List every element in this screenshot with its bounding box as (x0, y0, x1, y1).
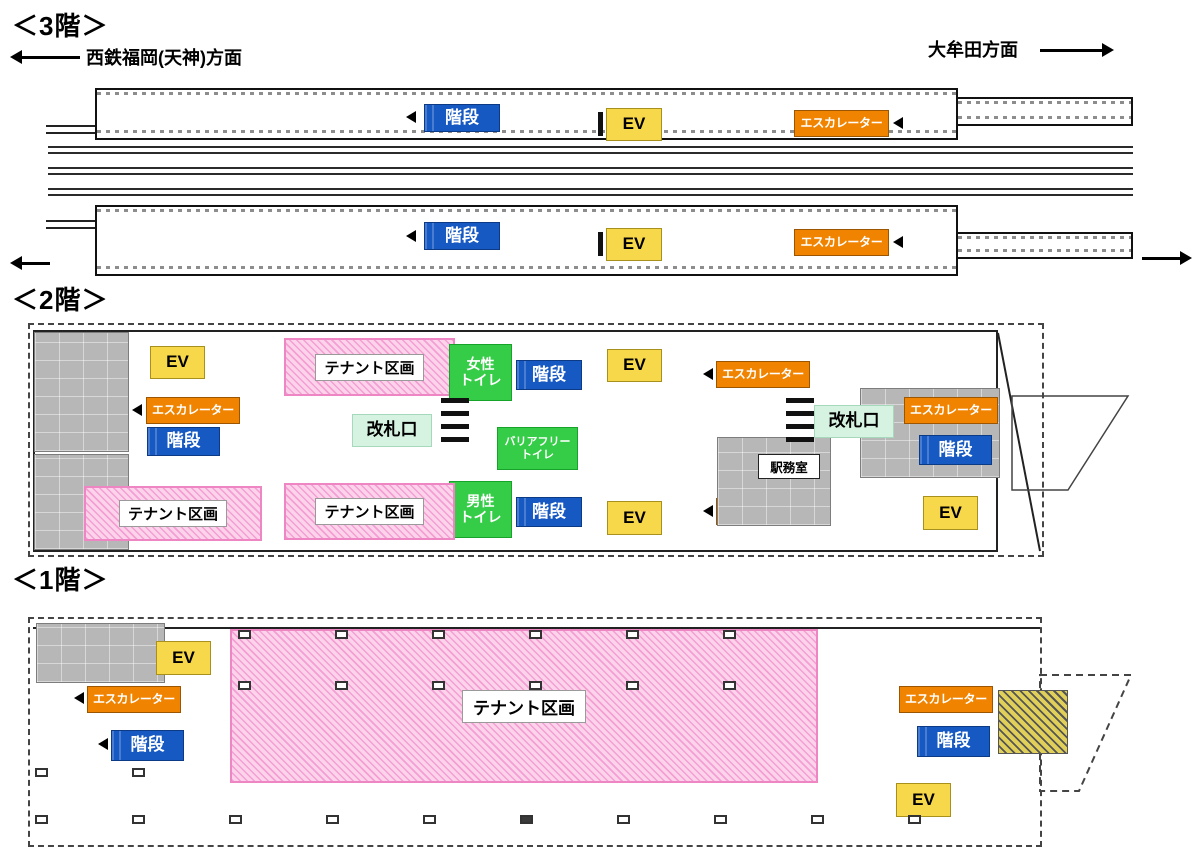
floor2-stairs-south-center: 階段 (516, 497, 582, 527)
pillar (432, 630, 445, 639)
pillar (714, 815, 727, 824)
direction-arrow-mark (406, 111, 416, 123)
tenant-label: テナント区画 (315, 353, 424, 381)
pillar (238, 630, 251, 639)
ticket-gate-machines (441, 398, 469, 447)
pillar (335, 630, 348, 639)
direction-arrow-mark (98, 738, 108, 750)
pillar (811, 815, 824, 824)
floor2-ticket-gate-east: 改札口 (814, 405, 894, 438)
pillar (335, 681, 348, 690)
floor1-top-wall (33, 627, 1040, 629)
floor1-elevator-east: EV (896, 783, 951, 817)
floor1-escalator-east: エスカレーター (899, 686, 993, 713)
direction-arrow-mark (132, 404, 142, 416)
ticket-gate-machines (786, 398, 814, 447)
pillar (229, 815, 242, 824)
floor2-men-toilet: 男性 トイレ (449, 481, 512, 538)
elevator-door-mark (598, 232, 603, 256)
floor2-escalator-west: エスカレーター (146, 397, 240, 424)
floor2-outer-boundary (28, 323, 1044, 557)
pillar (723, 630, 736, 639)
floor1-tenant-area: テナント区画 (230, 629, 818, 783)
track-line (48, 194, 1133, 196)
floor2-tenant-area-southwest: テナント区画 (84, 486, 262, 541)
track-line (48, 188, 1133, 190)
pillar (908, 815, 921, 824)
pillar (35, 768, 48, 777)
floor1-escalator-shaft (998, 690, 1068, 754)
tenant-label: テナント区画 (118, 500, 227, 527)
floor2-tenant-area-south: テナント区画 (284, 483, 455, 540)
pillar (617, 815, 630, 824)
floor3-stairs-north: 階段 (424, 104, 500, 132)
floor2-stairs-north-center: 階段 (516, 360, 582, 390)
track-line (48, 167, 1133, 169)
floor2-ticket-gate-west: 改札口 (352, 414, 432, 447)
arrow-left-icon (10, 256, 50, 270)
floor2-escalator-north-center: エスカレーター (716, 361, 810, 388)
direction-tenjin: 西鉄福岡(天神)方面 (86, 48, 242, 68)
pillar (132, 815, 145, 824)
floor2-title: ＜2階＞ (12, 285, 109, 315)
direction-arrow-mark (893, 236, 903, 248)
floor2-barrier-free-toilet: バリアフリー トイレ (497, 427, 578, 470)
floor1-elevator-west: EV (156, 641, 211, 675)
arrow-right-icon (1040, 43, 1114, 57)
floor1-stairs-west: 階段 (111, 730, 184, 761)
floor2-elevator-east: EV (923, 496, 978, 530)
pillar (626, 681, 639, 690)
arrow-right-icon (1142, 251, 1192, 265)
pillar (432, 681, 445, 690)
direction-arrow-mark (74, 692, 84, 704)
floor2-elevator-west: EV (150, 346, 205, 379)
floor3-elevator-north: EV (606, 108, 662, 141)
arrow-left-icon (10, 50, 80, 64)
direction-omuta: 大牟田方面 (928, 40, 1018, 60)
floor3-platform-south-extension (956, 232, 1133, 259)
floor3-escalator-north: エスカレーター (794, 110, 889, 137)
floor1-stairs-east: 階段 (917, 726, 990, 757)
floor3-escalator-south: エスカレーター (794, 229, 889, 256)
floor2-elevator-south-center: EV (607, 501, 662, 535)
pillar (520, 815, 533, 824)
floor3-title: ＜3階＞ (12, 11, 109, 41)
floor2-women-toilet: 女性 トイレ (449, 344, 512, 401)
station-office-label: 駅務室 (758, 454, 820, 479)
direction-arrow-mark (703, 505, 713, 517)
pillar (35, 815, 48, 824)
floor3-stairs-south: 階段 (424, 222, 500, 250)
pillar (326, 815, 339, 824)
floor2-structure-block (34, 332, 129, 452)
floor3-platform-north-extension (956, 97, 1133, 126)
pillar (529, 630, 542, 639)
direction-arrow-mark (893, 117, 903, 129)
pillar (723, 681, 736, 690)
floor2-stairs-west: 階段 (147, 427, 220, 456)
tenant-label: テナント区画 (462, 689, 586, 723)
track-line (48, 152, 1133, 154)
floor2-tenant-area-north: テナント区画 (284, 338, 455, 396)
pillar (529, 681, 542, 690)
floor2-stairs-east: 階段 (919, 435, 992, 465)
floor1-escalator-west: エスカレーター (87, 686, 181, 713)
floor1-structure-block (36, 623, 165, 683)
pillar (238, 681, 251, 690)
floor1-title: ＜1階＞ (12, 565, 109, 595)
track-line (48, 173, 1133, 175)
floor3-elevator-south: EV (606, 228, 662, 261)
pillar (626, 630, 639, 639)
floor2-escalator-east: エスカレーター (904, 397, 998, 424)
floor2-elevator-north-center: EV (607, 349, 662, 382)
pillar (132, 768, 145, 777)
tenant-label: テナント区画 (315, 498, 424, 525)
direction-arrow-mark (406, 230, 416, 242)
pillar (423, 815, 436, 824)
track-line (48, 146, 1133, 148)
floor2-station-office-area (717, 437, 831, 526)
elevator-door-mark (598, 112, 603, 136)
direction-arrow-mark (703, 368, 713, 380)
